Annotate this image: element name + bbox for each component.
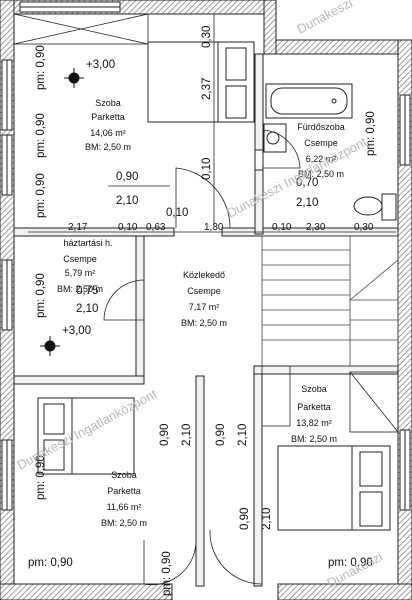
room-floor: Parketta: [91, 112, 125, 122]
room-floor: Csempe: [187, 286, 221, 296]
watermark: Dunakeszi Ingatlanközpont: [14, 386, 159, 473]
room-height: BM: 2,50 m: [291, 434, 337, 444]
wall-h-lower-left: [13, 375, 145, 385]
level-utility: +3,00: [62, 325, 91, 337]
wall-h-stair-bottom: [253, 365, 399, 375]
door-width: 0,70: [296, 177, 318, 189]
bathtub: [265, 83, 353, 119]
wall-bottom-left: [0, 583, 173, 600]
dim-segment: 0,63: [146, 222, 166, 233]
wall-v-lower-mid: [253, 365, 263, 587]
room-height: BM: 2,50 m: [85, 142, 131, 152]
room-area: 6,22 m²: [306, 154, 337, 164]
vertical-dim: 0,10: [201, 158, 213, 180]
dim-segment: 1,30: [204, 222, 224, 233]
wall-v-bath-door: [254, 149, 264, 171]
room-floor: Parketta: [107, 486, 141, 496]
room-hallway: Közlekedő Csempe 7,17 m² BM: 2,50 m: [181, 270, 227, 328]
door-height: 2,10: [237, 424, 249, 446]
wall-bottom-right: [277, 583, 412, 600]
doors: [103, 129, 301, 586]
bed-top: [147, 41, 255, 123]
vertical-dim: 0,30: [201, 26, 213, 48]
level-top: +3,00: [86, 59, 115, 71]
door-width: 0,90: [116, 171, 138, 183]
door-width: 0,90: [159, 424, 171, 446]
washbasin: [263, 123, 287, 153]
parapet-label: pm: 0,90: [35, 455, 47, 500]
room-height: BM: 2,50 m: [298, 169, 344, 179]
staircase: [261, 235, 399, 367]
wall-top-right: [263, 39, 412, 55]
room-name: Szoba: [95, 98, 121, 108]
room-area: 11,66 m²: [107, 502, 142, 512]
room-height: BM: 2,50 m: [101, 518, 147, 528]
room-name: Közlekedő: [183, 270, 225, 280]
door-width: 0,75: [76, 285, 98, 297]
parapet-label: pm: 0,90: [35, 113, 47, 158]
door-swing-top: [175, 167, 231, 229]
room-height: BM: 2,50 m: [57, 284, 103, 294]
room-bedroom-left: Szoba Parketta 11,66 m² BM: 2,50 m: [101, 470, 147, 528]
dim-segment: 2,17: [68, 222, 88, 233]
wall-v-utility: [135, 235, 145, 377]
vertical-dim: 2,37: [201, 78, 213, 100]
door-height: 2,10: [261, 508, 273, 530]
dim-segment: 0,30: [354, 222, 374, 233]
room-bathroom: Fürdőszoba Csempe 6,22 m² BM: 2,50 m: [297, 122, 345, 179]
dim-segment: 2,30: [306, 222, 326, 233]
vertical-dim: 0,10: [166, 207, 188, 219]
room-area: 13,82 m²: [296, 418, 332, 428]
door-height: 2,10: [296, 197, 318, 209]
room-name: háztartási h.: [63, 238, 112, 248]
parapet-label: pm: 0,90: [35, 273, 47, 318]
room-area: 7,17 m²: [189, 302, 220, 312]
door-swing-bath: [262, 129, 301, 169]
closets: [13, 13, 399, 433]
door-height: 2,10: [76, 303, 98, 315]
room-area: 14,06 m²: [90, 128, 126, 138]
dim-segment: 0,10: [118, 222, 138, 233]
bed-left: [37, 397, 135, 475]
room-name: Szoba: [301, 384, 327, 394]
parapet-label: pm: 0,90: [35, 45, 47, 90]
parapet-label: pm: 0,90: [161, 551, 173, 596]
windows: [1, 1, 411, 511]
room-floor: Csempe: [304, 138, 338, 148]
wall-notch: [263, 0, 277, 55]
door-width: 0,90: [239, 508, 251, 530]
parapet-label: pm: 0,90: [28, 557, 73, 569]
toilet: [353, 193, 397, 221]
room-floor: Parketta: [297, 402, 331, 412]
wall-v-top-mid: [254, 53, 264, 235]
watermark: Dunakeszi: [294, 0, 355, 37]
parapet-label: pm: 0,90: [35, 173, 47, 218]
parapet-label: pm: 0,90: [328, 557, 373, 569]
room-utility: háztartási h. Csempe 5,79 m² BM: 2,50 m: [57, 238, 113, 294]
room-height: BM: 2,50 m: [181, 318, 227, 328]
door-height: 2,10: [116, 195, 138, 207]
dim-segment: 0,10: [272, 222, 292, 233]
wall-v-lower-center: [195, 375, 205, 587]
room-bedroom-right: Szoba Parketta 13,82 m² BM: 2,50 m: [291, 384, 337, 444]
room-name: Fürdőszoba: [297, 122, 345, 132]
room-area: 5,79 m²: [65, 268, 96, 278]
door-swing-utility: [103, 279, 145, 321]
parapet-label: pm: 0,90: [365, 111, 377, 156]
horizontal-dimension-line: 2,17 0,10 0,63 1,30 0,10 2,30 0,30: [28, 222, 396, 233]
door-swing-left: [143, 539, 197, 586]
bed-right: [277, 445, 391, 531]
room-floor: Csempe: [63, 254, 97, 264]
level-marker-top: [64, 68, 84, 88]
door-width: 0,90: [215, 424, 227, 446]
door-swing-right: [209, 529, 263, 585]
room-bedroom-top: Szoba Parketta 14,06 m² BM: 2,50 m: [85, 98, 131, 152]
level-marker-utility: [40, 336, 60, 356]
room-name: Szoba: [111, 470, 137, 480]
door-height: 2,10: [181, 424, 193, 446]
